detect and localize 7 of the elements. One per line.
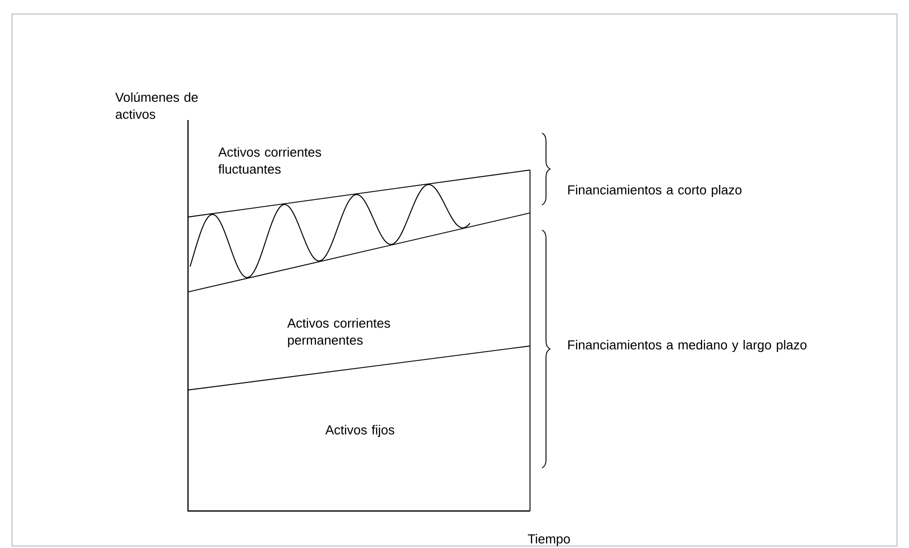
- axis-label: Volúmenes de activos: [115, 92, 198, 119]
- region-label: Activos corrientes fluctuantes: [218, 147, 322, 174]
- brace-label: Financiamientos a mediano y largo plazo: [568, 340, 806, 352]
- region-label: Activos fijos: [325, 424, 394, 438]
- region-label: Activos corrientes permanentes: [287, 318, 390, 348]
- axis-label: Tiempo: [528, 534, 570, 546]
- brace-label: Financiamientos a corto plazo: [568, 184, 742, 198]
